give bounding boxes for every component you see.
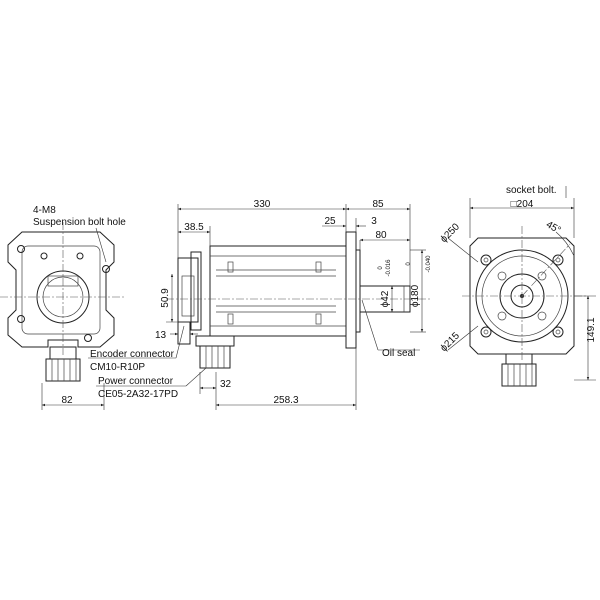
encoder-connector-label: Encoder connector xyxy=(90,349,175,360)
dim-330: 330 xyxy=(254,199,271,210)
suspension-desc-label: Suspension bolt hole xyxy=(33,217,126,228)
dim-85: 85 xyxy=(372,199,384,210)
spigot-tol-upper: 0 xyxy=(406,262,412,266)
dim-45: 45° xyxy=(544,219,563,236)
rear-end-view xyxy=(0,222,124,410)
shaft-tol-lower: -0.016 xyxy=(386,259,392,277)
front-flange-view xyxy=(447,186,596,387)
encoder-part-label: CM10-R10P xyxy=(90,362,145,373)
dim-258-3: 258.3 xyxy=(273,395,298,406)
dim-250: ϕ250 xyxy=(438,221,462,245)
shaft-tol-upper: 0 xyxy=(378,266,384,270)
shaft-diameter: ϕ42 xyxy=(380,290,391,307)
dim-80: 80 xyxy=(375,230,387,241)
socket-bolt-label: socket bolt. xyxy=(506,185,557,196)
dim-38-5: 38.5 xyxy=(184,222,204,233)
oil-seal-label: Oil seal xyxy=(382,348,415,359)
dim-3: 3 xyxy=(371,216,377,227)
spigot-tol-lower: -0.040 xyxy=(426,255,432,273)
power-connector-label: Power connector xyxy=(98,376,174,387)
dim-sq204: □204 xyxy=(511,199,534,210)
dim-82: 82 xyxy=(61,395,73,406)
dim-13: 13 xyxy=(155,330,167,341)
spigot-diameter: ϕ180 xyxy=(410,284,421,307)
suspension-qty-label: 4-M8 xyxy=(33,205,56,216)
dim-32: 32 xyxy=(220,379,232,390)
dim-215: ϕ215 xyxy=(438,330,462,354)
dim-50-9: 50.9 xyxy=(160,288,171,308)
power-part-label: CE05-2A32-17PD xyxy=(98,389,178,400)
dim-25: 25 xyxy=(324,216,336,227)
dim-149-1: 149.1 xyxy=(586,317,597,342)
side-view xyxy=(88,204,430,410)
